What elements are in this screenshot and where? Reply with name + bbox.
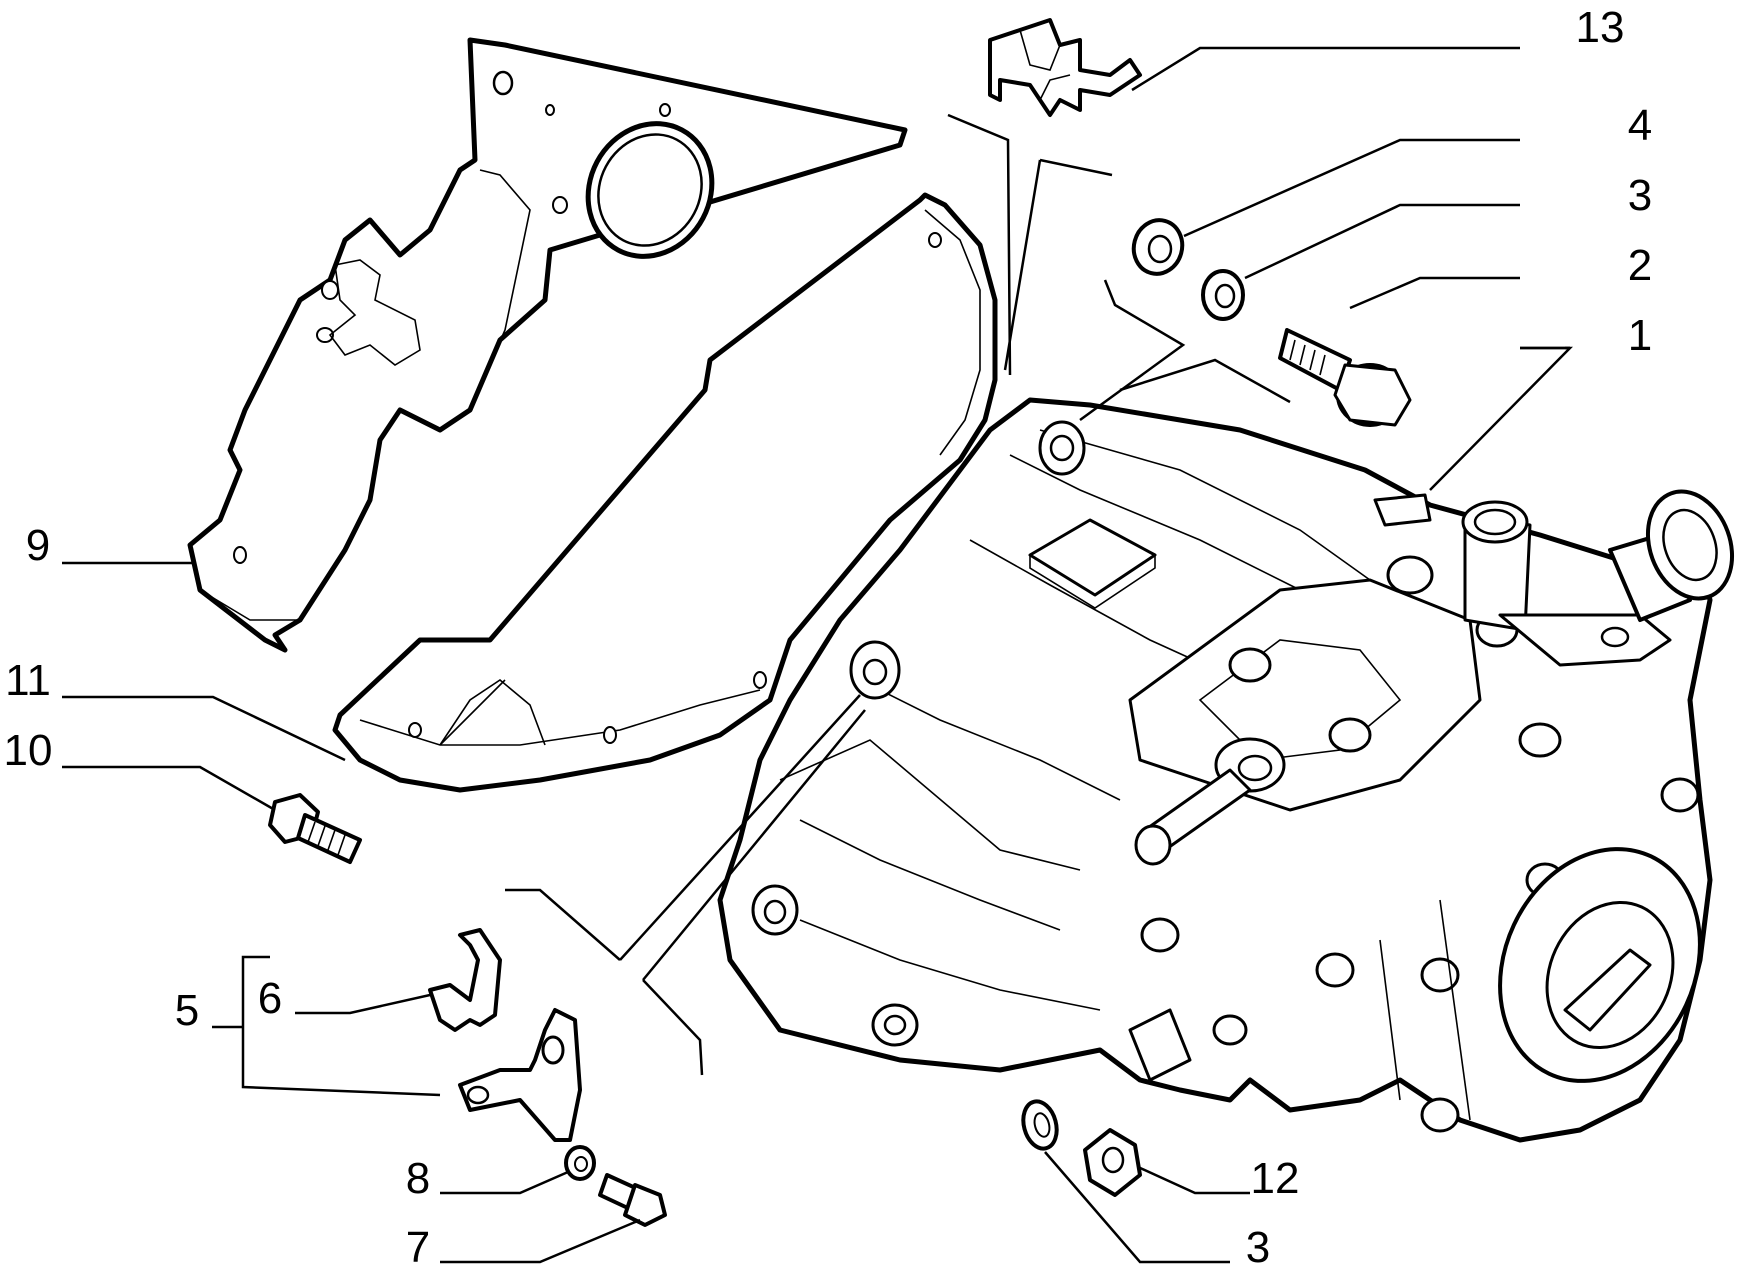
callout-labels: 13 4 3 2 1 9 11 10 5 6 8 7 12 3 <box>4 3 1653 1265</box>
part-7-bolt <box>598 1173 667 1227</box>
part-2-bolt <box>1278 328 1412 427</box>
callout-2: 2 <box>1628 241 1652 290</box>
callout-13: 13 <box>1576 3 1625 52</box>
part-10-screw <box>268 793 362 864</box>
part-8-washer <box>564 1145 596 1181</box>
callout-3-bottom: 3 <box>1246 1223 1270 1265</box>
part-3-spring-washer-top <box>1201 269 1245 321</box>
part-6-clip <box>428 928 502 1032</box>
part-11-shield <box>332 192 998 793</box>
part-4-washer <box>1131 218 1185 276</box>
callout-12: 12 <box>1251 1154 1300 1203</box>
callout-9: 9 <box>26 521 50 570</box>
callout-6: 6 <box>258 974 282 1023</box>
part-1-gearbox-housing <box>717 397 1735 1143</box>
part-13-clip <box>988 18 1142 117</box>
part-9-cover-plate <box>187 37 908 653</box>
part-5-bracket <box>458 1008 582 1142</box>
section-marks <box>505 113 1291 1076</box>
callout-4: 4 <box>1628 101 1652 150</box>
callout-10: 10 <box>4 726 53 775</box>
callout-11: 11 <box>5 656 51 705</box>
callout-5: 5 <box>175 986 199 1035</box>
callout-1: 1 <box>1628 311 1652 360</box>
callout-3-top: 3 <box>1628 171 1652 220</box>
part-12-nut <box>1083 1128 1142 1197</box>
callout-8: 8 <box>406 1154 430 1203</box>
leader-lines <box>62 46 1573 1264</box>
bolt-heads <box>1140 612 1700 1133</box>
part-3-spring-washer-bottom <box>1021 1099 1059 1151</box>
callout-7: 7 <box>406 1223 430 1265</box>
